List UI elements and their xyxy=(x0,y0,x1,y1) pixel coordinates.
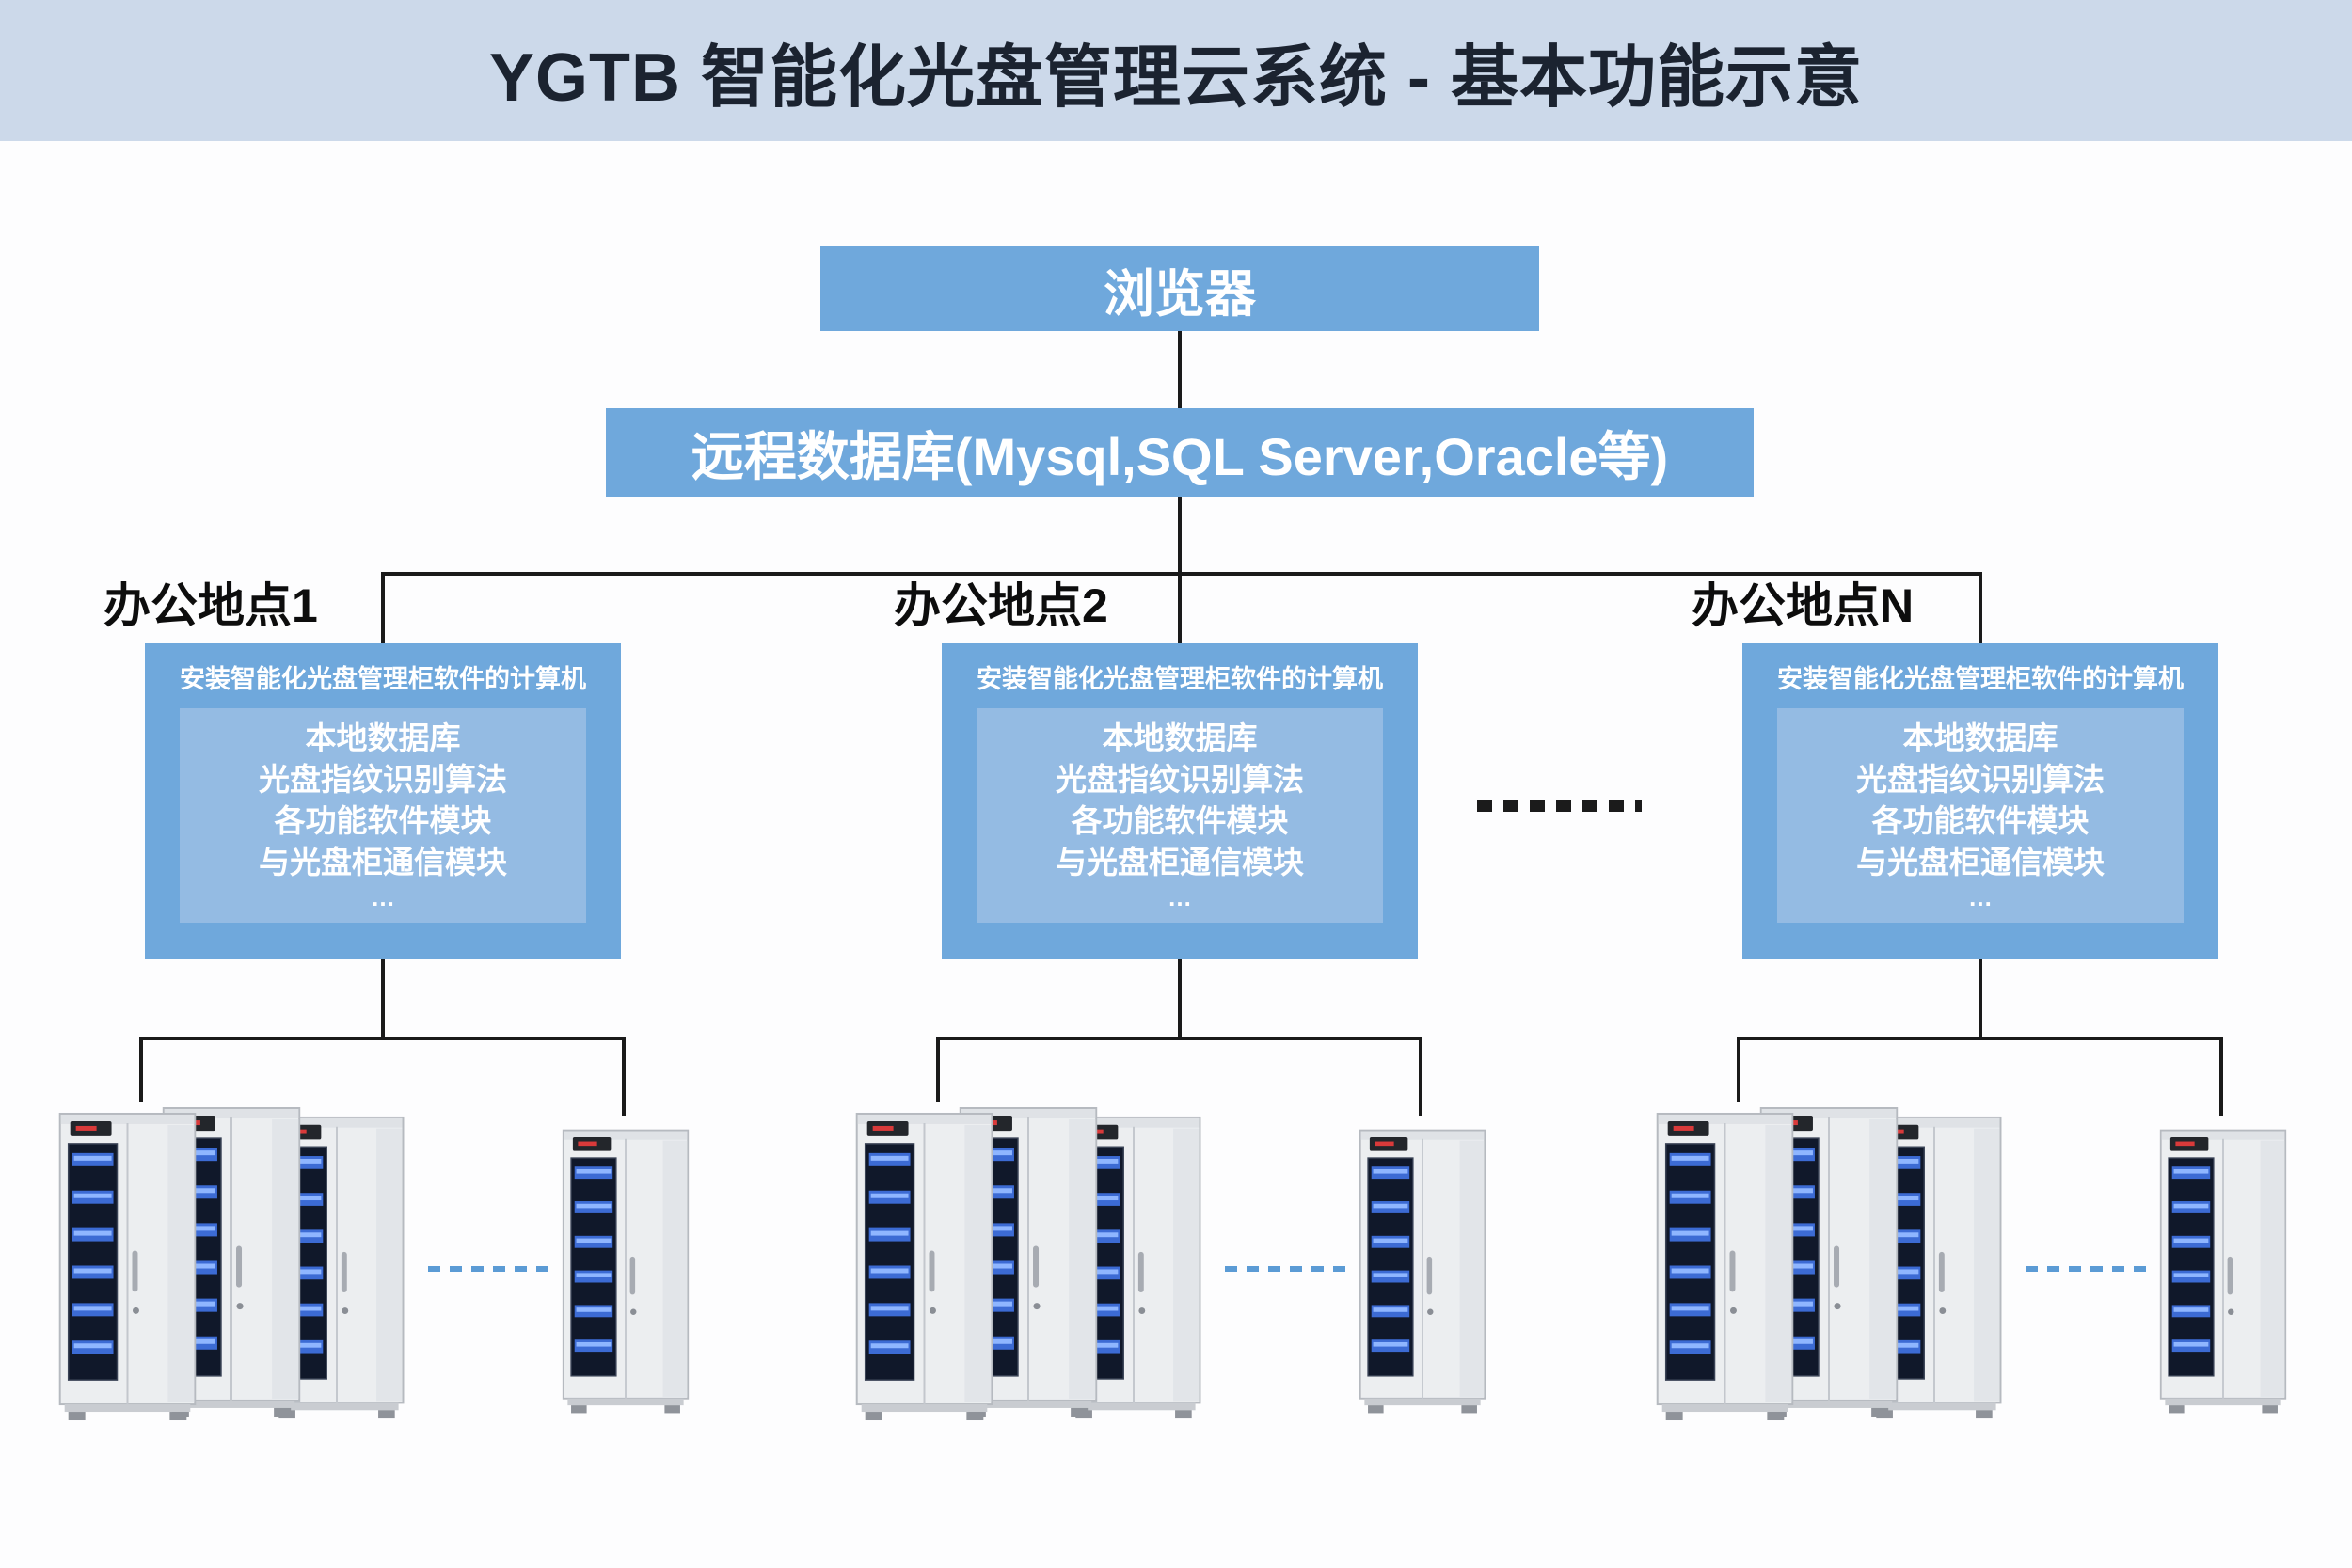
module-item: 各功能软件模块 xyxy=(274,803,492,838)
remote-db-node: 远程数据库(Mysql,SQL Server,Oracle等) xyxy=(606,408,1754,497)
site-label-n: 办公地点N xyxy=(1692,579,1915,632)
module-item: 本地数据库 xyxy=(1902,721,2058,755)
connector-cabinet-single-drop xyxy=(622,1037,626,1116)
connector-cabinet-group-drop xyxy=(139,1037,143,1102)
connector-branch-site3 xyxy=(1979,572,1982,643)
disc-cabinet-image xyxy=(561,1116,691,1432)
cabinet-link-dashes xyxy=(428,1266,555,1272)
module-item: 本地数据库 xyxy=(305,721,461,755)
module-item-ellipsis: … xyxy=(371,883,395,911)
module-item: 光盘指纹识别算法 xyxy=(259,762,507,797)
disc-cabinet-image xyxy=(851,1110,997,1424)
page-title: YGTB 智能化光盘管理云系统 - 基本功能示意 xyxy=(489,40,1863,116)
computer-node-title: 安装智能化光盘管理柜软件的计算机 xyxy=(180,665,586,693)
browser-node: 浏览器 xyxy=(820,246,1539,331)
computer-modules-panel: 本地数据库 光盘指纹识别算法 各功能软件模块 与光盘柜通信模块 … xyxy=(977,708,1383,923)
computer-modules-panel: 本地数据库 光盘指纹识别算法 各功能软件模块 与光盘柜通信模块 … xyxy=(180,708,586,923)
site-label-1: 办公地点1 xyxy=(103,579,318,632)
computer-node-title: 安装智能化光盘管理柜软件的计算机 xyxy=(977,665,1383,693)
module-item: 本地数据库 xyxy=(1102,721,1258,755)
computer-node-site1: 安装智能化光盘管理柜软件的计算机 本地数据库 光盘指纹识别算法 各功能软件模块 … xyxy=(145,643,621,959)
module-item: 与光盘柜通信模块 xyxy=(259,845,507,879)
connector-cabinet-single-drop xyxy=(2219,1037,2223,1116)
connector-computer-cabinets xyxy=(381,959,385,1037)
connector-browser-db xyxy=(1178,331,1182,408)
module-item: 各功能软件模块 xyxy=(1871,803,2090,838)
connector-cabinets-horizontal xyxy=(1737,1037,2223,1040)
computer-node-site2: 安装智能化光盘管理柜软件的计算机 本地数据库 光盘指纹识别算法 各功能软件模块 … xyxy=(942,643,1418,959)
connector-cabinet-single-drop xyxy=(1419,1037,1422,1116)
connector-branch-site2 xyxy=(1178,572,1182,643)
cabinet-link-dashes xyxy=(2026,1266,2153,1272)
computer-node-siteN: 安装智能化光盘管理柜软件的计算机 本地数据库 光盘指纹识别算法 各功能软件模块 … xyxy=(1742,643,2218,959)
module-item: 光盘指纹识别算法 xyxy=(1056,762,1304,797)
module-item-ellipsis: … xyxy=(1168,883,1192,911)
computer-node-title: 安装智能化光盘管理柜软件的计算机 xyxy=(1777,665,2184,693)
module-item-ellipsis: … xyxy=(1968,883,1993,911)
module-item: 各功能软件模块 xyxy=(1071,803,1289,838)
browser-node-label: 浏览器 xyxy=(1104,265,1256,323)
connector-branch-site1 xyxy=(381,572,385,643)
connector-cabinets-horizontal xyxy=(936,1037,1422,1040)
cabinet-group-image xyxy=(851,1102,1209,1433)
site-label-2: 办公地点2 xyxy=(894,579,1108,632)
connector-computer-cabinets xyxy=(1178,959,1182,1037)
connector-computer-cabinets xyxy=(1979,959,1982,1037)
disc-cabinet-image xyxy=(1652,1110,1798,1424)
connector-cabinet-group-drop xyxy=(1737,1037,1740,1102)
disc-cabinet-image xyxy=(55,1110,200,1424)
connector-cabinets-horizontal xyxy=(139,1037,626,1040)
disc-cabinet-image xyxy=(1358,1116,1487,1432)
cabinet-group-image xyxy=(1652,1102,2010,1433)
title-bar: YGTB 智能化光盘管理云系统 - 基本功能示意 xyxy=(0,0,2352,141)
module-item: 光盘指纹识别算法 xyxy=(1856,762,2105,797)
computer-modules-panel: 本地数据库 光盘指纹识别算法 各功能软件模块 与光盘柜通信模块 … xyxy=(1777,708,2184,923)
remote-db-node-label: 远程数据库(Mysql,SQL Server,Oracle等) xyxy=(691,426,1669,486)
connector-branch-horizontal xyxy=(381,572,1982,576)
disc-cabinet-image xyxy=(2158,1116,2288,1432)
module-item: 与光盘柜通信模块 xyxy=(1856,845,2105,879)
cabinet-link-dashes xyxy=(1225,1266,1352,1272)
sites-ellipsis-dashes xyxy=(1477,800,1642,812)
connector-cabinet-group-drop xyxy=(936,1037,940,1102)
cabinet-group-image xyxy=(55,1102,412,1433)
module-item: 与光盘柜通信模块 xyxy=(1056,845,1304,879)
connector-db-branch xyxy=(1178,497,1182,572)
